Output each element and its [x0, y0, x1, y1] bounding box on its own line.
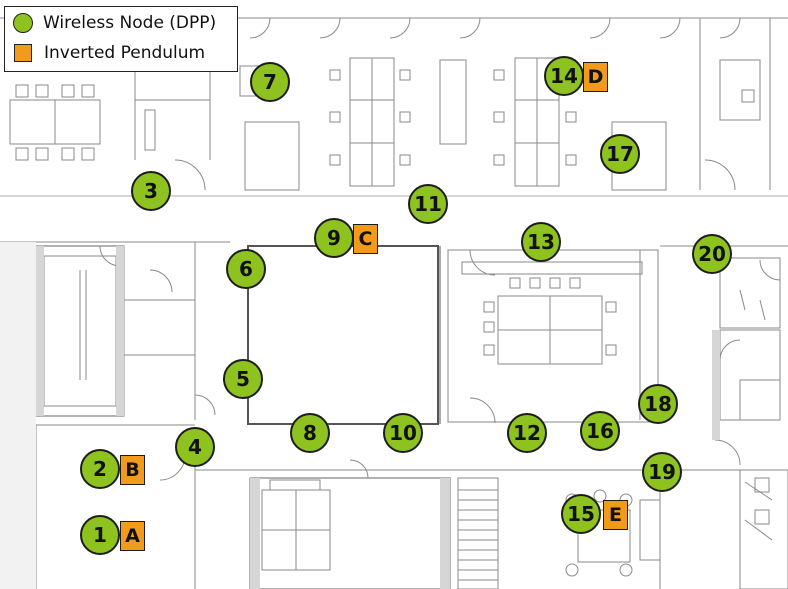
- node-11: 11: [408, 184, 448, 224]
- legend: Wireless Node (DPP) Inverted Pendulum: [4, 6, 238, 72]
- node-14: 14: [544, 56, 584, 96]
- node-1: 1: [80, 515, 120, 555]
- legend-pendulum-entry: Inverted Pendulum: [13, 43, 205, 63]
- pendulum-c: C: [353, 224, 378, 254]
- node-20: 20: [692, 234, 732, 274]
- node-19: 19: [642, 452, 682, 492]
- node-15: 15: [561, 494, 601, 534]
- node-12: 12: [507, 413, 547, 453]
- pendulum-d: D: [583, 62, 608, 92]
- node-9: 9: [314, 218, 354, 258]
- node-4: 4: [175, 427, 215, 467]
- node-18: 18: [638, 384, 678, 424]
- node-2: 2: [80, 449, 120, 489]
- legend-node-entry: Wireless Node (DPP): [13, 13, 216, 33]
- node-13: 13: [521, 222, 561, 262]
- node-10: 10: [383, 413, 423, 453]
- legend-node-label: Wireless Node (DPP): [43, 13, 217, 33]
- pendulum-b: B: [120, 455, 145, 485]
- node-8: 8: [290, 413, 330, 453]
- node-7: 7: [250, 62, 290, 102]
- pendulum-e: E: [603, 500, 628, 530]
- legend-pendulum-label: Inverted Pendulum: [44, 43, 206, 63]
- node-17: 17: [600, 134, 640, 174]
- pendulum-square-icon: [14, 44, 32, 62]
- node-6: 6: [226, 249, 266, 289]
- pendulum-a: A: [120, 521, 145, 551]
- node-16: 16: [580, 411, 620, 451]
- node-3: 3: [131, 171, 171, 211]
- node-5: 5: [223, 359, 263, 399]
- node-circle-icon: [13, 13, 33, 33]
